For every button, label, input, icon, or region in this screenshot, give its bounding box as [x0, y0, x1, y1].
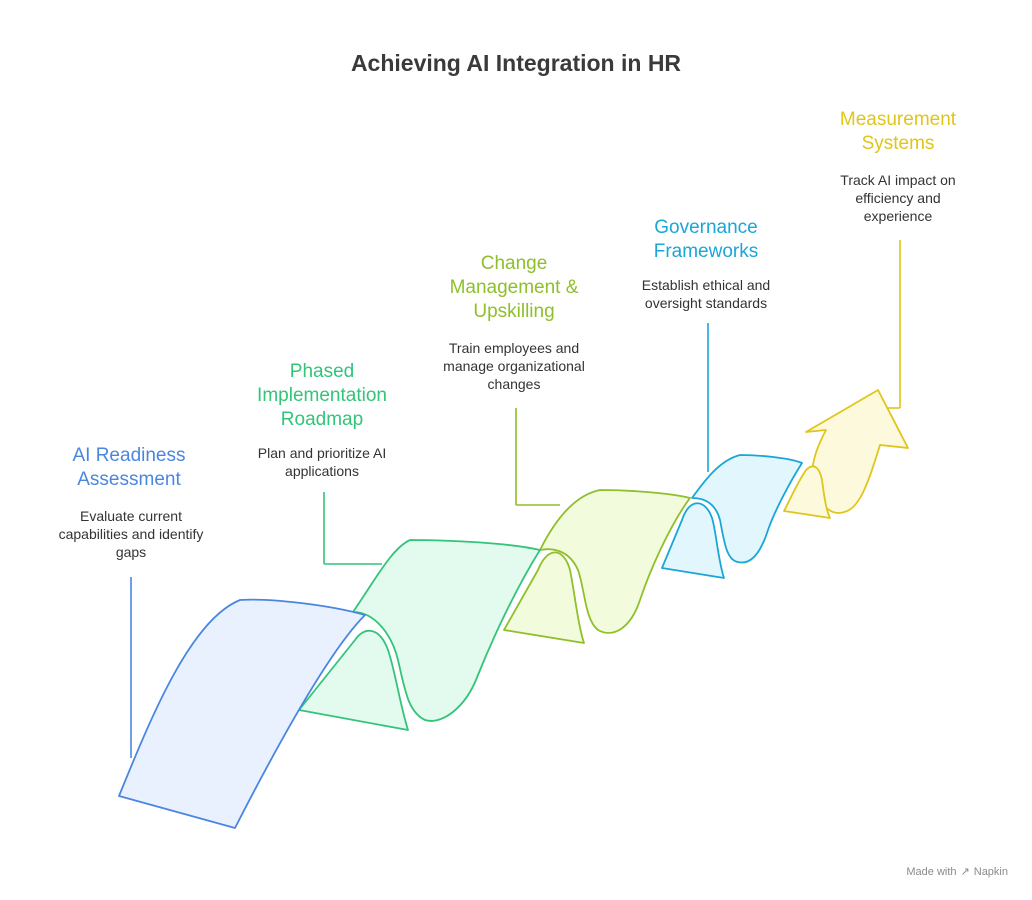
stage-title-readiness: AI Readiness Assessment — [72, 445, 186, 490]
governance-step — [661, 323, 803, 579]
phased-ribbon — [298, 629, 409, 731]
change-step — [503, 408, 691, 644]
stage-title-change: Change Management & Upskilling — [449, 253, 579, 322]
governance-ribbon — [661, 502, 725, 579]
readiness-bump — [118, 598, 366, 829]
stage-title-phased: Phased Implementation Roadmap — [257, 361, 387, 430]
made-with-napkin-credit[interactable]: Made with ↗ Napkin — [906, 865, 1008, 879]
napkin-brand-label: Napkin — [973, 865, 1008, 878]
stage-desc-phased: Plan and prioritize AI applications — [257, 445, 387, 479]
readiness-step — [118, 577, 366, 829]
made-with-label: Made with — [906, 865, 957, 878]
arrow-back-cover — [783, 465, 831, 519]
diagram-title: Achieving AI Integration in HR — [350, 50, 682, 76]
stage-desc-readiness: Evaluate current capabilities and identi… — [58, 508, 204, 560]
change-ribbon — [503, 551, 585, 644]
stage-title-measurement: Measurement Systems — [839, 109, 957, 154]
stage-title-governance: Governance Frameworks — [653, 217, 759, 262]
measurement-arrow — [783, 240, 909, 519]
phased-bump — [352, 539, 541, 722]
governance-bump — [691, 454, 803, 564]
stage-desc-measurement: Track AI impact on efficiency and experi… — [840, 172, 956, 224]
phased-step — [298, 492, 541, 731]
napkin-logo-icon: ↗ — [960, 866, 970, 878]
stage-desc-change: Train employees and manage organizationa… — [443, 340, 585, 392]
stage-desc-governance: Establish ethical and oversight standard… — [641, 277, 771, 311]
change-bump — [539, 489, 691, 634]
